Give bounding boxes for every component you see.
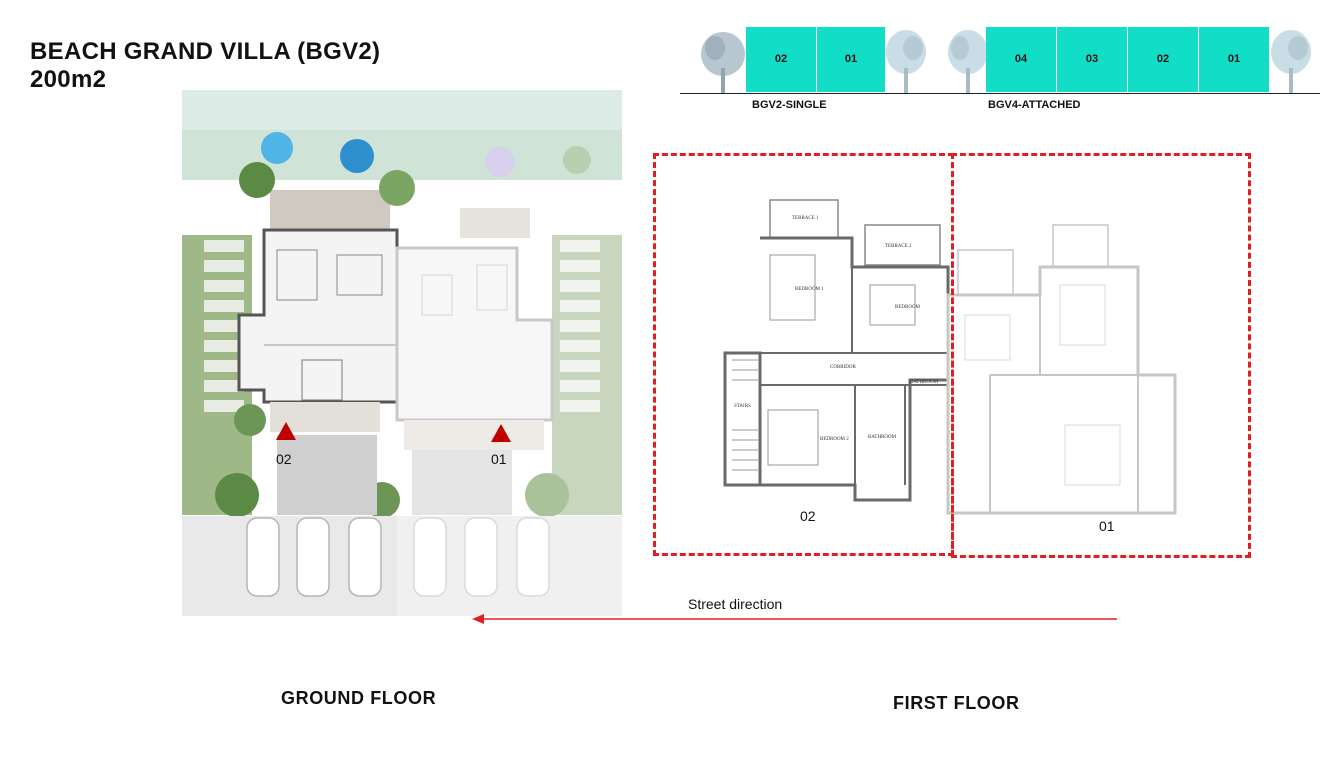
title-line-2: 200m2: [30, 66, 107, 93]
bgv4-label: BGV4-ATTACHED: [988, 99, 1081, 111]
street-direction-arrow: [472, 614, 1117, 624]
bgv2-label: BGV2-SINGLE: [752, 99, 827, 111]
ground-marker-label-02: 02: [276, 451, 292, 467]
bgv2-unit: 01: [817, 27, 886, 92]
unit-01-outline: [951, 153, 1251, 558]
title-line-1: BEACH GRAND VILLA (BGV2): [30, 38, 381, 65]
room-label-bedroom1: BEDROOM 1: [795, 287, 824, 292]
entrance-marker-01: [491, 424, 511, 442]
tree-icon: [948, 30, 988, 94]
tree-icon: [1271, 30, 1311, 94]
unit-02-outline: [653, 153, 954, 556]
ground-line: [680, 93, 1320, 94]
first-floor-unit-label-02: 02: [800, 508, 816, 524]
bgv4-unit: 03: [1057, 27, 1128, 92]
room-label-terrace2: TERRACE 2: [885, 244, 912, 249]
room-label-bedroom: BEDROOM: [895, 305, 921, 310]
room-label-bedroom2: BEDROOM 2: [820, 437, 849, 442]
room-label-bathroom: BATHROOM: [868, 435, 897, 440]
room-label-corridor: CORRIDOR: [830, 365, 857, 370]
entrance-marker-02: [276, 422, 296, 440]
ground-floor-plan: [182, 90, 622, 616]
street-direction-label: Street direction: [688, 596, 783, 612]
bgv4-unit: 04: [986, 27, 1057, 92]
first-floor-plan: TERRACE 1 TERRACE 2 BEDROOM 1 BEDROOM CO…: [723, 199, 1177, 515]
first-floor-unit-label-01: 01: [1099, 518, 1115, 534]
page-title: BEACH GRAND VILLA (BGV2) 200m2: [30, 38, 380, 94]
room-label-stairs: STAIRS: [734, 404, 751, 409]
bgv4-unit: 02: [1128, 27, 1199, 92]
first-floor-label: FIRST FLOOR: [893, 693, 1020, 713]
ground-marker-label-01: 01: [491, 451, 507, 467]
ground-floor-label: GROUND FLOOR: [281, 688, 437, 708]
room-label-terrace1: TERRACE 1: [792, 216, 819, 221]
room-label-bathroom2: BATHROOM: [910, 380, 939, 385]
bgv4-unit: 01: [1199, 27, 1270, 92]
unit-strip: 02 01 04 03 02 01 BGV2-SINGLE BGV4-ATTAC…: [0, 0, 1337, 120]
bgv2-unit: 02: [746, 27, 817, 92]
tree-icon: [701, 32, 745, 94]
tree-icon: [886, 30, 926, 94]
